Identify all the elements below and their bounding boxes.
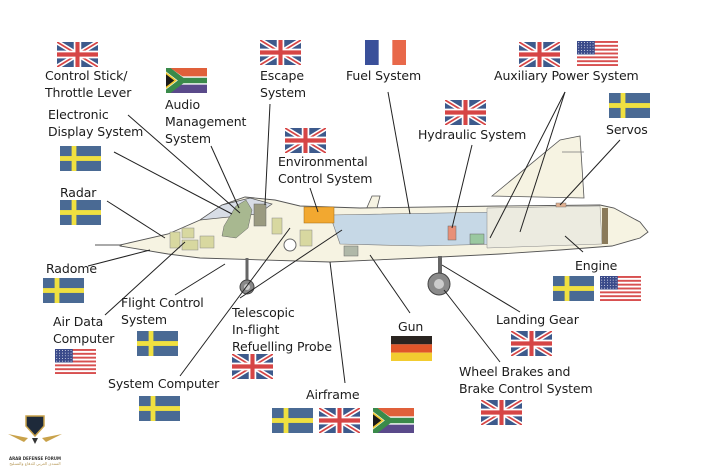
- aircraft: [95, 135, 649, 296]
- flag-usa-auxiliary-power: [577, 41, 618, 66]
- hydraulic-unit: [447, 225, 457, 241]
- south-africa-flag-icon: [373, 408, 414, 433]
- label-servos: Servos: [606, 122, 648, 137]
- ejection-seat: [253, 203, 267, 227]
- label-flight-control: Flight Control System: [121, 295, 204, 327]
- flag-sweden-system-computer: [139, 396, 180, 421]
- flag-sweden-electronic-display: [60, 146, 101, 171]
- sweden-flag-icon: [553, 276, 594, 301]
- label-wheel-brakes: Wheel Brakes and Brake Control System: [459, 364, 593, 396]
- tail-fin: [490, 135, 585, 199]
- label-electronic-display: Electronic Display System: [48, 107, 144, 139]
- south-africa-flag-icon: [166, 68, 207, 93]
- sweden-flag-icon: [137, 331, 178, 356]
- sweden-flag-icon: [60, 146, 101, 171]
- label-radar: Radar: [60, 185, 97, 200]
- uk-flag-icon: [260, 40, 301, 65]
- engine-nozzle: [602, 208, 608, 244]
- servo-unit: [555, 202, 567, 208]
- flag-france-fuel-system: [365, 40, 406, 65]
- label-landing-gear: Landing Gear: [496, 312, 579, 327]
- label-audio-management: Audio Management System: [165, 97, 247, 146]
- sweden-flag-icon: [60, 200, 101, 225]
- flag-usa-engine: [600, 276, 641, 301]
- pilot: [221, 199, 253, 239]
- flag-uk-auxiliary-power: [519, 42, 560, 67]
- label-auxiliary-power: Auxiliary Power System: [494, 68, 639, 83]
- usa-flag-icon: [600, 276, 641, 301]
- environmental-control-unit: [303, 206, 335, 224]
- nose-gear: [239, 258, 255, 295]
- label-engine: Engine: [575, 258, 618, 273]
- flag-sweden-radar: [60, 200, 101, 225]
- label-hydraulic-system: Hydraulic System: [418, 127, 527, 142]
- shield-logo-icon: [8, 415, 62, 444]
- leader-lines: [87, 91, 621, 384]
- gun-unit: [343, 245, 359, 257]
- watermark-subtitle: المنتدى العربي للدفاع والتسليح: [9, 461, 61, 466]
- flag-south-africa-audio: [166, 68, 207, 93]
- label-system-computer: System Computer: [108, 376, 220, 391]
- apu-unit: [469, 233, 485, 245]
- label-control-stick: Control Stick/ Throttle Lever: [45, 68, 132, 100]
- uk-flag-icon: [319, 408, 360, 433]
- sweden-flag-icon: [43, 278, 84, 303]
- fuel-tank: [329, 211, 501, 247]
- label-telescopic-probe: Telescopic In-flight Refuelling Probe: [232, 305, 332, 354]
- germany-flag-icon: [391, 336, 432, 361]
- usa-flag-icon: [55, 349, 96, 374]
- uk-flag-icon: [511, 331, 552, 356]
- sweden-flag-icon: [272, 408, 313, 433]
- uk-flag-icon: [57, 42, 98, 67]
- flag-uk-telescopic-probe: [232, 354, 273, 379]
- flag-uk-landing-gear: [511, 331, 552, 356]
- flag-sweden-servos: [609, 93, 650, 118]
- flag-uk-environmental-control: [285, 128, 326, 153]
- wheel-small: [283, 238, 297, 252]
- usa-flag-icon: [577, 41, 618, 66]
- sweden-flag-icon: [609, 93, 650, 118]
- label-environmental-control: Environmental Control System: [278, 154, 373, 186]
- uk-flag-icon: [481, 400, 522, 425]
- flag-sweden-engine: [553, 276, 594, 301]
- flag-germany-gun: [391, 336, 432, 361]
- flag-uk-control-stick: [57, 42, 98, 67]
- label-airframe: Airframe: [306, 387, 360, 402]
- flag-uk-wheel-brakes: [481, 400, 522, 425]
- sweden-flag-icon: [139, 396, 180, 421]
- uk-flag-icon: [445, 100, 486, 125]
- flag-south-africa-airframe: [373, 408, 414, 433]
- flag-sweden-flight-control: [137, 331, 178, 356]
- avionics-bay: [169, 217, 313, 251]
- engine-section: [486, 205, 603, 249]
- uk-flag-icon: [285, 128, 326, 153]
- flag-uk-hydraulic-system: [445, 100, 486, 125]
- watermark-title: ARAB DEFENSE FORUM: [8, 456, 62, 461]
- flag-sweden-airframe: [272, 408, 313, 433]
- label-fuel-system: Fuel System: [346, 68, 422, 83]
- flag-sweden-radome: [43, 278, 84, 303]
- flag-uk-airframe: [319, 408, 360, 433]
- uk-flag-icon: [519, 42, 560, 67]
- flag-uk-escape-system: [260, 40, 301, 65]
- france-flag-icon: [365, 40, 406, 65]
- label-escape-system: Escape System: [260, 68, 307, 100]
- watermark-logo: ARAB DEFENSE FORUM المنتدى العربي للدفاع…: [4, 412, 66, 468]
- flag-usa-air-data-computer: [55, 349, 96, 374]
- label-gun: Gun: [398, 319, 424, 334]
- main-gear: [427, 256, 451, 296]
- label-radome: Radome: [46, 261, 97, 276]
- label-air-data-computer: Air Data Computer: [53, 314, 115, 346]
- uk-flag-icon: [232, 354, 273, 379]
